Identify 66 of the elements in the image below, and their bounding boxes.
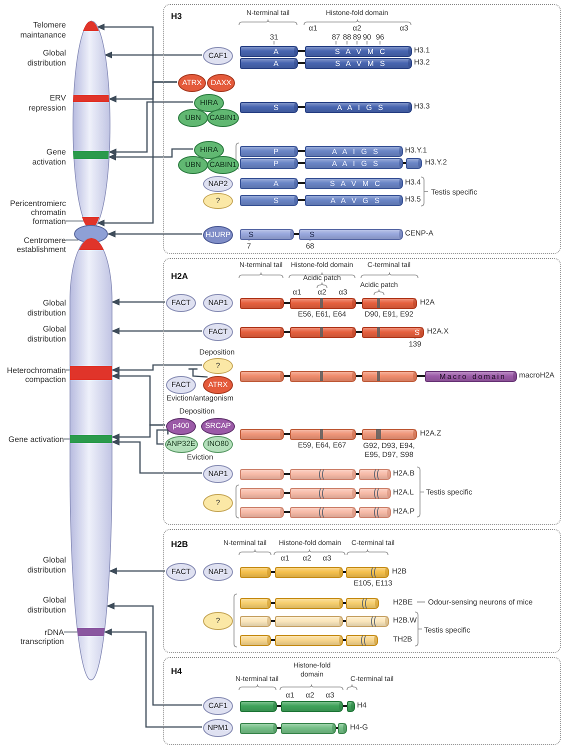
histone-bar xyxy=(240,58,412,68)
panel xyxy=(163,529,561,653)
histone-bar xyxy=(240,488,391,498)
region-label: rDNA transcription xyxy=(0,628,64,646)
panel xyxy=(163,4,561,254)
region-label: Global distribution xyxy=(26,298,66,318)
panel-title: H2B xyxy=(171,539,188,549)
arrow xyxy=(104,52,202,58)
region-label: Pericentromierc chromatin formation xyxy=(0,199,66,226)
chromosome-band xyxy=(77,628,105,636)
region-label: Global distribution xyxy=(26,556,66,574)
region-label: Centromere establishment xyxy=(0,236,66,254)
histone-bar xyxy=(240,178,403,188)
panel xyxy=(163,258,561,525)
arrow xyxy=(108,148,193,160)
chromosome-band xyxy=(73,151,109,159)
histone-bar xyxy=(240,194,403,206)
arrow xyxy=(96,81,177,226)
histone-bar xyxy=(240,468,391,480)
histone-bar xyxy=(240,506,391,518)
histone-bar xyxy=(240,102,412,112)
arrow xyxy=(112,438,202,474)
histone-bar xyxy=(240,46,412,56)
chromosome-band xyxy=(70,366,112,380)
arrow xyxy=(104,628,202,728)
histone-bar xyxy=(240,326,424,338)
arrow xyxy=(108,568,165,574)
region-label: Gene activation xyxy=(31,148,66,166)
chromosome-arm xyxy=(70,238,112,680)
histone-bar xyxy=(240,158,422,168)
telomere-cap xyxy=(83,21,99,31)
arrow xyxy=(112,364,202,374)
histone-bar xyxy=(240,634,378,646)
histone-bar xyxy=(240,146,403,156)
histone-bar xyxy=(240,700,355,712)
histone-bar xyxy=(240,598,379,608)
chromosome-band xyxy=(78,238,104,250)
histone-bar xyxy=(240,566,389,578)
region-label: Heterochromatin compaction xyxy=(0,366,66,384)
inhibition-line xyxy=(188,368,208,378)
arrow xyxy=(108,230,202,238)
arrow xyxy=(112,424,165,440)
histone-bar xyxy=(240,228,403,240)
region-label: Global distribution xyxy=(26,324,66,344)
chromosome-band xyxy=(70,435,112,443)
chromosome-band xyxy=(72,95,110,102)
leader-line xyxy=(66,220,84,222)
panel xyxy=(163,657,561,745)
histone-bar xyxy=(240,370,517,382)
leader-line xyxy=(64,438,70,440)
histone-bar xyxy=(240,298,417,308)
panel-title: H2A xyxy=(171,271,188,281)
panel-title: H4 xyxy=(171,666,182,676)
arrow xyxy=(112,328,202,334)
region-label: Global distribution xyxy=(26,48,66,68)
region-label: Global distribution xyxy=(26,596,66,614)
histone-bar xyxy=(240,616,389,626)
arrow xyxy=(108,101,193,156)
histone-bar xyxy=(240,722,347,734)
arrow xyxy=(106,602,202,706)
region-label: Telomere maintanance xyxy=(19,20,66,40)
panel-title: H3 xyxy=(171,11,182,21)
arrow xyxy=(112,298,165,306)
region-label: Gene activation xyxy=(0,434,64,444)
histone-bar xyxy=(240,428,417,440)
region-label: ERV repression xyxy=(28,94,66,112)
